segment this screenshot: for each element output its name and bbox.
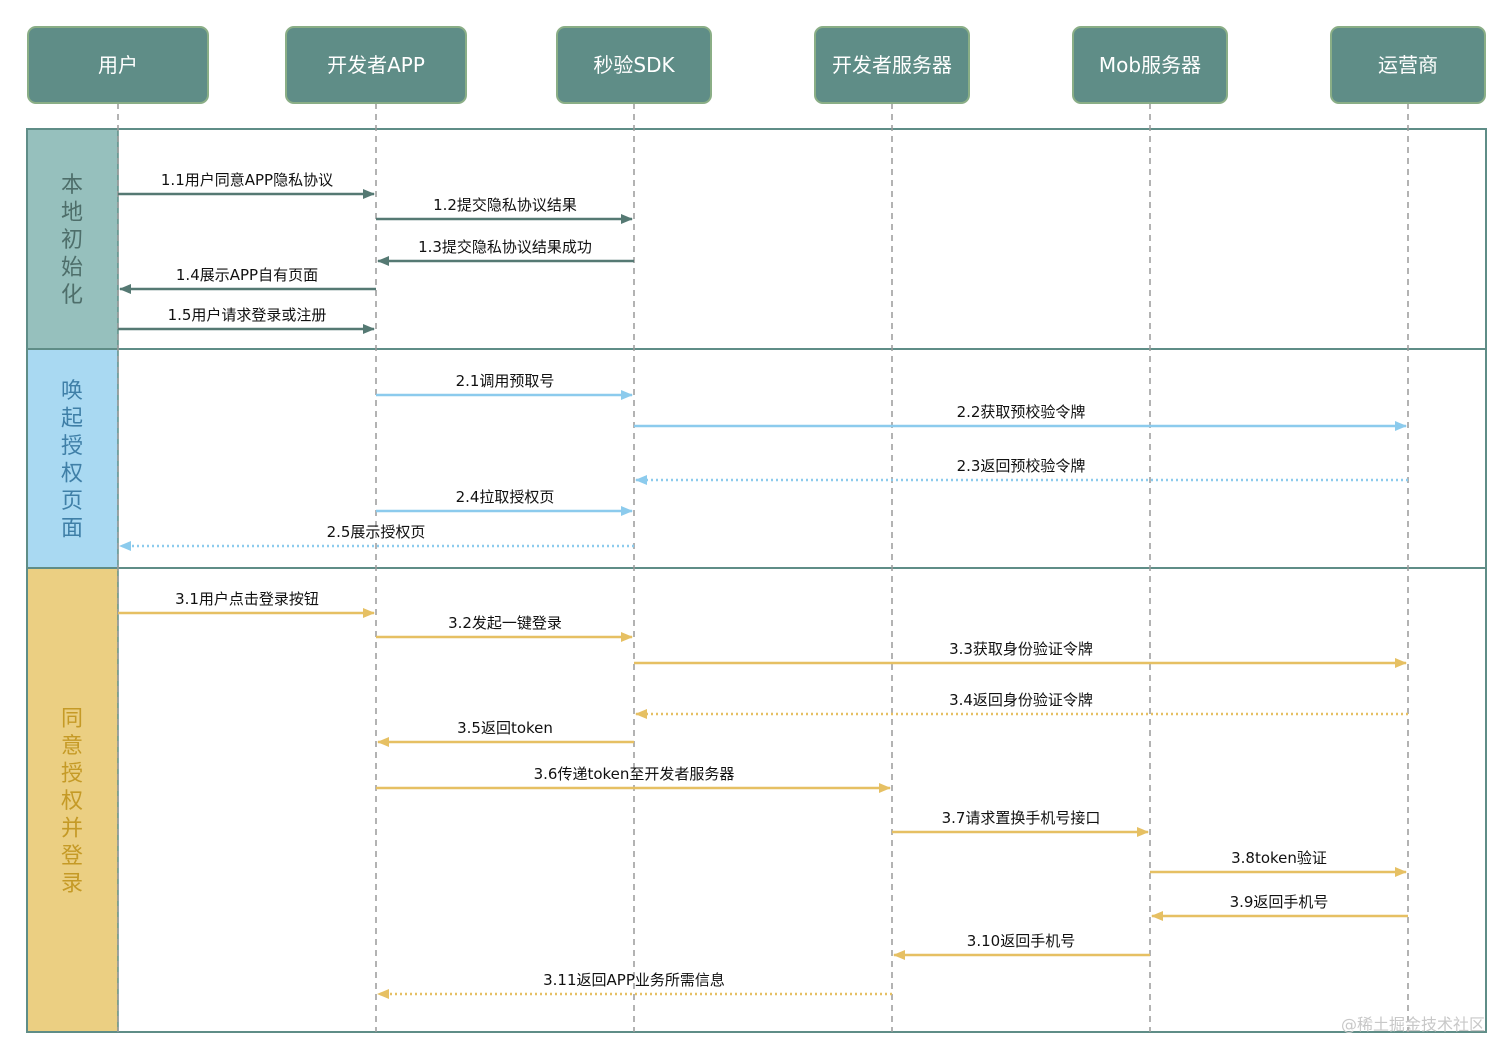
message-auth-page-3: 2.3返回预校验令牌 (635, 457, 1408, 485)
message-label: 3.9返回手机号 (1230, 893, 1329, 911)
section-label-login: 同意授权并登录 (61, 707, 83, 897)
message-init-1: 1.1用户同意APP隐私协议 (118, 171, 375, 199)
section-label-init: 本地初始化 (61, 173, 83, 308)
message-init-2: 1.2提交隐私协议结果 (376, 196, 633, 224)
section-label-band-login (28, 569, 118, 1031)
message-label: 1.4展示APP自有页面 (176, 266, 318, 284)
message-label: 2.4拉取授权页 (456, 488, 555, 506)
message-login-7: 3.7请求置换手机号接口 (892, 809, 1149, 837)
message-label: 1.1用户同意APP隐私协议 (161, 171, 333, 189)
message-login-3: 3.3获取身份验证令牌 (634, 640, 1407, 668)
actor-box (27, 26, 209, 104)
message-auth-page-2: 2.2获取预校验令牌 (634, 403, 1407, 431)
message-login-11: 3.11返回APP业务所需信息 (377, 971, 892, 999)
message-label: 3.2发起一键登录 (448, 614, 562, 632)
message-login-10: 3.10返回手机号 (893, 932, 1150, 960)
message-login-4: 3.4返回身份验证令牌 (635, 691, 1408, 719)
message-login-1: 3.1用户点击登录按钮 (118, 590, 375, 618)
message-login-6: 3.6传递token至开发者服务器 (376, 765, 891, 793)
actor-mob: Mob服务器 (1072, 26, 1228, 104)
actor-label: 运营商 (1378, 53, 1438, 77)
actor-carrier: 运营商 (1330, 26, 1486, 104)
section-frame-login (26, 567, 1487, 1033)
message-login-2: 3.2发起一键登录 (376, 614, 633, 642)
message-init-4: 1.4展示APP自有页面 (119, 266, 376, 294)
lifelines (117, 103, 1409, 1032)
actor-app: 开发者APP (285, 26, 467, 104)
message-label: 3.8token验证 (1231, 849, 1327, 867)
message-label: 3.1用户点击登录按钮 (175, 590, 319, 608)
actor-label: Mob服务器 (1099, 53, 1201, 77)
message-auth-page-5: 2.5展示授权页 (119, 523, 634, 551)
message-label: 1.2提交隐私协议结果 (433, 196, 577, 214)
messages: 1.1用户同意APP隐私协议 1.2提交隐私协议结果 1.3提交隐私协议结果成功 1.… (118, 171, 1408, 999)
message-login-8: 3.8token验证 (1150, 849, 1407, 877)
actor-box (556, 26, 712, 104)
message-login-9: 3.9返回手机号 (1151, 893, 1408, 921)
actor-label: 用户 (98, 53, 138, 77)
actor-boxes: 用户 开发者APP 秒验SDK 开发者服务器 Mob服务器 运营商 (27, 26, 1486, 104)
actor-devserver: 开发者服务器 (814, 26, 970, 104)
message-auth-page-4: 2.4拉取授权页 (376, 488, 633, 516)
message-label: 1.3提交隐私协议结果成功 (418, 238, 592, 256)
actor-user: 用户 (27, 26, 209, 104)
message-init-3: 1.3提交隐私协议结果成功 (377, 238, 634, 266)
message-label: 3.3获取身份验证令牌 (949, 640, 1093, 658)
message-label: 3.6传递token至开发者服务器 (534, 765, 735, 783)
actor-box (1072, 26, 1228, 104)
section-frame-auth-page (26, 348, 1487, 569)
section-label-band-auth-page (28, 350, 118, 567)
message-label: 3.10返回手机号 (967, 932, 1075, 950)
message-label: 1.5用户请求登录或注册 (168, 306, 327, 324)
section-label-auth-page: 唤起授权页面 (61, 379, 83, 542)
message-label: 3.5返回token (457, 719, 553, 737)
actor-box (1330, 26, 1486, 104)
actor-label: 开发者APP (327, 53, 425, 77)
message-auth-page-1: 2.1调用预取号 (376, 372, 633, 400)
message-login-5: 3.5返回token (377, 719, 634, 747)
message-init-5: 1.5用户请求登录或注册 (118, 306, 375, 334)
actor-box (285, 26, 467, 104)
message-label: 3.11返回APP业务所需信息 (543, 971, 725, 989)
message-label: 2.5展示授权页 (327, 523, 426, 541)
actor-label: 开发者服务器 (832, 53, 952, 77)
section-frame-init (26, 128, 1487, 350)
message-label: 2.2获取预校验令牌 (957, 403, 1086, 421)
watermark: @稀土掘金技术社区 (1341, 1015, 1485, 1034)
actor-sdk: 秒验SDK (556, 26, 712, 104)
message-label: 3.4返回身份验证令牌 (949, 691, 1093, 709)
section-label-band-init (28, 130, 118, 348)
message-label: 2.3返回预校验令牌 (957, 457, 1086, 475)
actor-label: 秒验SDK (593, 53, 675, 77)
actor-box (814, 26, 970, 104)
message-label: 3.7请求置换手机号接口 (942, 809, 1101, 827)
message-label: 2.1调用预取号 (456, 372, 555, 390)
